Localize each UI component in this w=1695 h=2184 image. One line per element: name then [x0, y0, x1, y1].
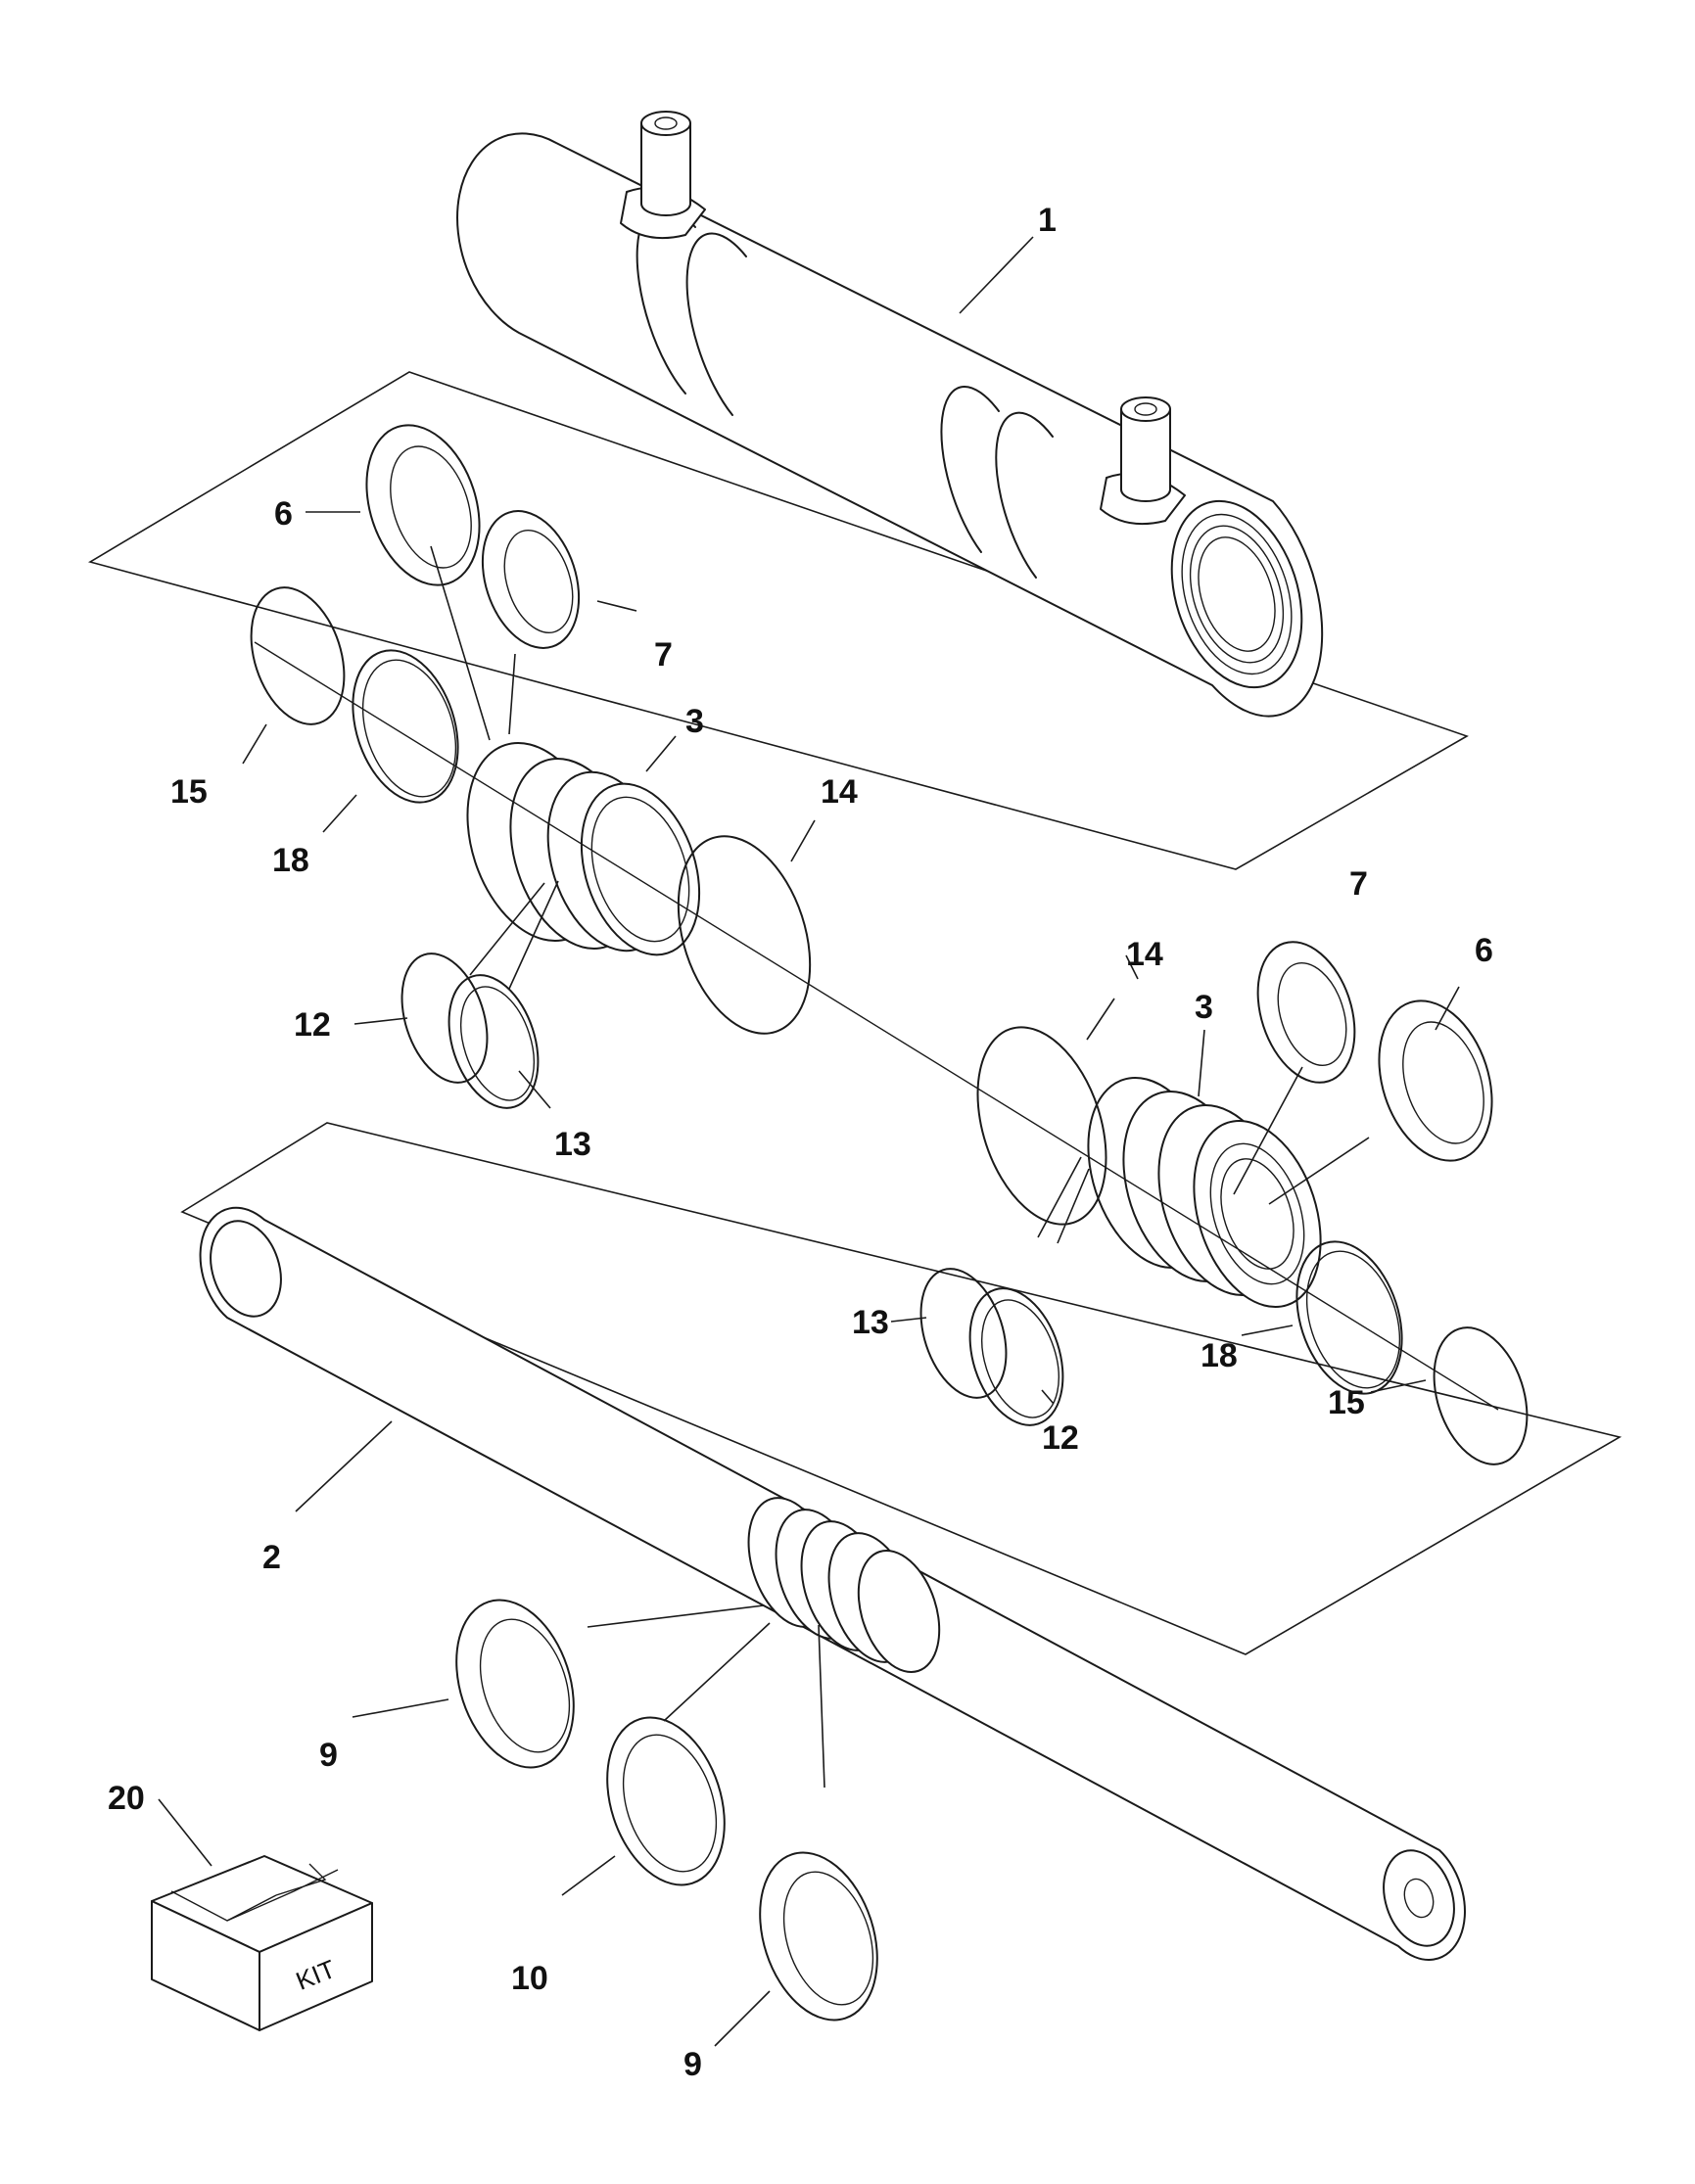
callout-15-right: 15	[1328, 1384, 1365, 1421]
callout-14-right: 14	[1126, 936, 1163, 973]
callout-3-left: 3	[685, 703, 704, 740]
piston-right	[1087, 1076, 1322, 1309]
lower-assembly-plane	[180, 1122, 1623, 1655]
kit-box: KIT	[151, 1855, 373, 2031]
wear-ring-9-bottom	[759, 1851, 878, 2021]
rod-seal-left	[481, 510, 581, 649]
piston-rod	[199, 1206, 1467, 1962]
o-ring-18-left	[352, 649, 459, 804]
callout-6-left: 6	[274, 495, 293, 533]
callout-7-left: 7	[654, 636, 673, 674]
callout-9-top: 9	[319, 1737, 338, 1774]
piston-seal-10	[606, 1716, 726, 1886]
backup-ring-15-right	[1433, 1326, 1529, 1465]
callout-2: 2	[262, 1539, 281, 1576]
cylinder-barrel	[455, 111, 1324, 718]
callout-6-right: 6	[1475, 932, 1493, 969]
o-ring-14-right	[976, 1026, 1107, 1226]
callout-10: 10	[511, 1960, 548, 1997]
callout-3-right: 3	[1195, 989, 1213, 1026]
callout-15-left: 15	[170, 773, 208, 811]
callout-18-left: 18	[272, 842, 309, 879]
wiper-seal-right	[1378, 999, 1493, 1162]
callout-12-right: 12	[1042, 1419, 1079, 1457]
gland-left	[466, 742, 701, 956]
ring-12-left	[400, 953, 489, 1084]
leader-lines	[158, 236, 1460, 2047]
callout-18-right: 18	[1201, 1337, 1238, 1374]
ring-13-left	[447, 974, 540, 1109]
callout-13-right: 13	[852, 1304, 889, 1341]
callout-14-left: 14	[821, 773, 858, 811]
backup-ring-15-left	[250, 586, 346, 725]
callout-20: 20	[108, 1780, 145, 1817]
ring-13-right	[919, 1268, 1008, 1399]
o-ring-14-left	[677, 835, 812, 1035]
callout-7-right: 7	[1349, 865, 1368, 903]
callout-13-left: 13	[554, 1126, 591, 1163]
upper-assembly-plane	[87, 371, 1469, 870]
rod-seal-right	[1256, 941, 1356, 1084]
ring-12-right	[968, 1287, 1064, 1426]
callout-labels: 1 6 7 3 15 18 14 12 13 7 6 14 3 13 18 12…	[108, 202, 1493, 2083]
callout-9-bottom: 9	[683, 2046, 702, 2083]
callout-12-left: 12	[294, 1006, 331, 1044]
wear-ring-9-top	[455, 1599, 575, 1769]
callout-1: 1	[1038, 202, 1057, 239]
wiper-seal-left	[365, 424, 481, 586]
